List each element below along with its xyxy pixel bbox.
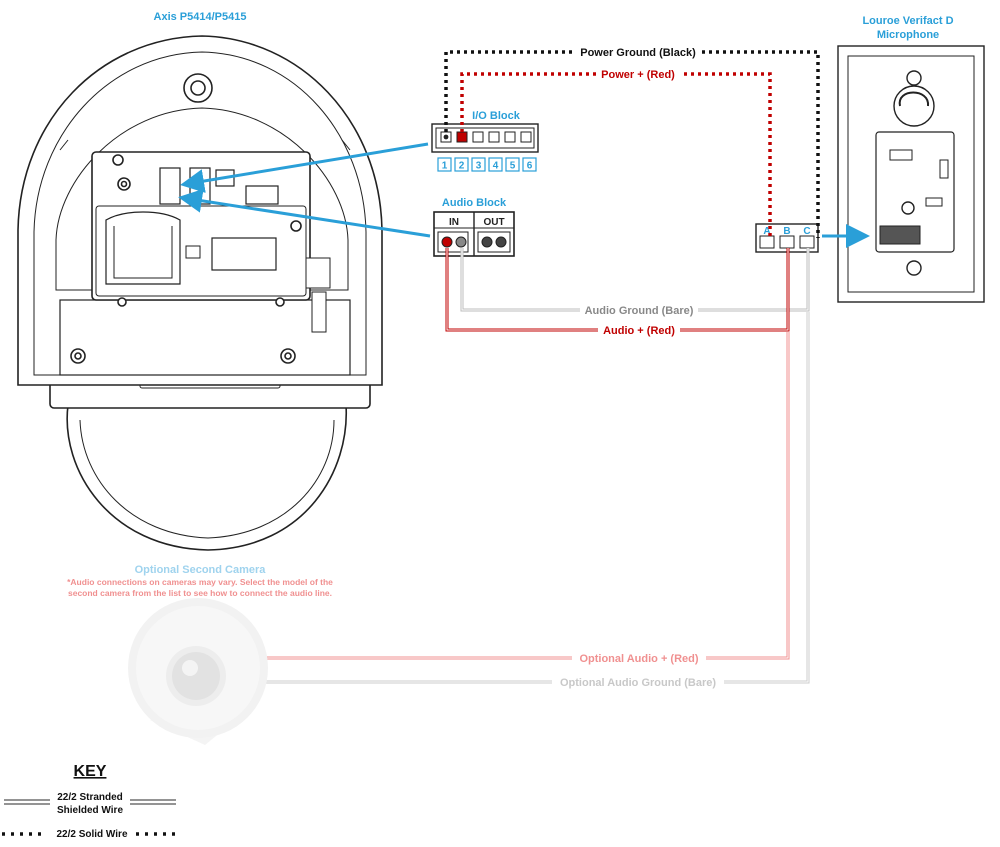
label-audio-ground: Audio Ground (Bare): [585, 305, 694, 317]
audio-block-title: Audio Block: [442, 197, 507, 209]
wire-audio-plus: [445, 248, 790, 332]
second-camera-note-line2: second camera from the list to see how t…: [68, 588, 332, 598]
microphone-title-line2: Microphone: [877, 29, 939, 41]
terminal-b-label: B: [783, 226, 790, 237]
camera-drawing: [17, 35, 383, 551]
microphone-drawing: [837, 45, 985, 303]
terminal-block: A B C: [755, 223, 819, 253]
terminal-c-label: C: [803, 226, 810, 237]
label-optional-audio-plus: Optional Audio + (Red): [579, 653, 698, 665]
key-stranded-line1: 22/2 Stranded: [57, 792, 123, 803]
io-pin-2: 2: [459, 161, 465, 172]
second-camera-title: Optional Second Camera: [135, 564, 267, 576]
io-pin-4: 4: [493, 161, 499, 172]
key-solid: 22/2 Solid Wire: [56, 829, 127, 840]
key-stranded-line2: Shielded Wire: [57, 805, 123, 816]
audio-out-label: OUT: [483, 217, 504, 228]
audio-in-label: IN: [449, 217, 459, 228]
label-audio-plus: Audio + (Red): [603, 325, 675, 337]
second-camera-note-line1: *Audio connections on cameras may vary. …: [67, 577, 333, 587]
key-title: KEY: [74, 763, 107, 780]
microphone-title-line1: Louroe Verifact D: [862, 15, 953, 27]
label-power-plus: Power + (Red): [601, 69, 675, 81]
second-camera-drawing: [128, 598, 268, 745]
key-legend: KEY 22/2 Stranded Shielded Wire 22/2 Sol…: [2, 763, 178, 840]
io-block: I/O Block 1 2 3 4 5 6: [431, 110, 539, 172]
camera-title: Axis P5414/P5415: [154, 11, 247, 23]
label-optional-audio-ground: Optional Audio Ground (Bare): [560, 677, 716, 689]
io-pin-3: 3: [476, 161, 482, 172]
terminal-a-label: A: [763, 226, 770, 237]
io-pin-5: 5: [510, 161, 516, 172]
io-arrow: [180, 142, 429, 193]
audio-arrow: [178, 188, 431, 238]
io-block-title: I/O Block: [472, 110, 521, 122]
label-power-ground: Power Ground (Black): [580, 47, 696, 59]
io-pin-1: 1: [442, 161, 448, 172]
audio-block: Audio Block IN OUT: [433, 197, 515, 257]
wire-audio-ground: [460, 248, 810, 312]
io-pin-6: 6: [527, 161, 533, 172]
